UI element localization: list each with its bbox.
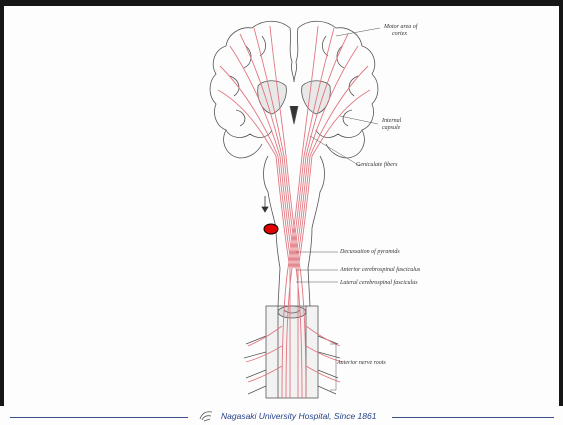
label-geniculate-fibers: Geniculate fibers (356, 162, 398, 169)
label-motor-area-line1: Motor area of (384, 24, 417, 31)
label-internal-capsule-line1: Internal (382, 118, 401, 125)
lesion-marker (264, 224, 278, 234)
left-border (0, 6, 4, 406)
label-internal-capsule: Internal capsule (382, 118, 401, 132)
label-motor-area-line2: cortex (384, 31, 417, 38)
label-anterior-fasciculus: Anterior cerebrospinal fasciculus (340, 267, 420, 274)
right-border (559, 6, 563, 406)
footer-text: Nagasaki University Hospital, Since 1861 (221, 411, 376, 421)
label-motor-area: Motor area of cortex (384, 24, 417, 38)
brain-section (210, 21, 378, 398)
hospital-logo-icon (198, 409, 214, 422)
label-internal-capsule-line2: capsule (382, 125, 401, 132)
footer-rule-left (10, 417, 188, 418)
label-lateral-fasciculus: Lateral cerebrospinal fasciculus (340, 280, 418, 287)
down-arrow-icon (262, 196, 268, 212)
label-nerve-roots: Anterior nerve roots (337, 360, 386, 367)
label-decussation: Decussation of pyramids (340, 249, 400, 256)
corticospinal-tract-diagram (150, 6, 450, 406)
footer-rule-right (392, 417, 554, 418)
